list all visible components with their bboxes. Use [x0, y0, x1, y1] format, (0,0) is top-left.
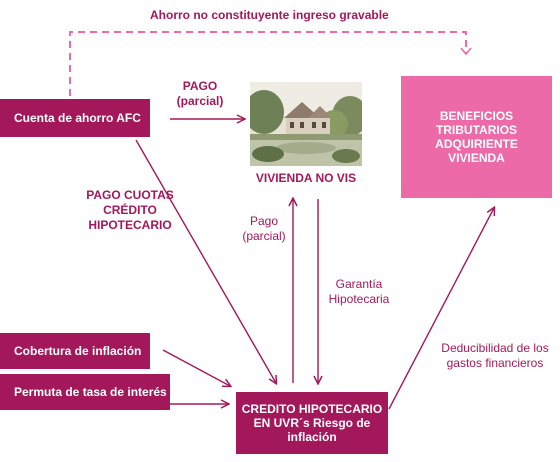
edge-label-pago-cuotas: PAGO CUOTAS CRÉDITO HIPOTECARIO — [86, 188, 174, 232]
vivienda-photo — [250, 82, 362, 166]
node-vivienda-no-vis: VIVIENDA NO VIS — [255, 171, 357, 185]
node-permuta-tasa-interes: Permuta de tasa de interés — [0, 374, 170, 410]
house-image-icon — [250, 82, 362, 166]
edge-label-garantia: Garantía Hipotecaria — [328, 277, 390, 306]
node-credito-hipotecario: CREDITO HIPOTECARIO EN UVR´s Riesgo de i… — [236, 392, 388, 454]
arrow-cobertura-credito — [162, 349, 230, 386]
node-cuenta-ahorro-afc: Cuenta de ahorro AFC — [0, 99, 150, 137]
arrow-afc-credito — [135, 139, 276, 383]
edge-label-pago-parcial-mid: Pago (parcial) — [242, 214, 286, 243]
node-beneficios-tributarios: BENEFICIOS TRIBUTARIOS ADQUIRIENTE VIVIE… — [401, 76, 552, 198]
node-permuta-tasa-interes-label: Permuta de tasa de interés — [14, 385, 167, 399]
top-label: Ahorro no constituyente ingreso gravable — [150, 8, 389, 22]
dashed-connector-afc-beneficios — [69, 31, 472, 96]
edge-label-pago-parcial-top: PAGO (parcial) — [176, 79, 224, 108]
node-cobertura-inflacion: Cobertura de inflación — [0, 333, 150, 369]
arrow-credito-beneficios — [388, 208, 494, 410]
node-cobertura-inflacion-label: Cobertura de inflación — [14, 344, 142, 358]
node-cuenta-ahorro-afc-label: Cuenta de ahorro AFC — [14, 111, 141, 125]
edge-label-deducibilidad: Deducibilidad de los gastos financieros — [441, 341, 549, 370]
